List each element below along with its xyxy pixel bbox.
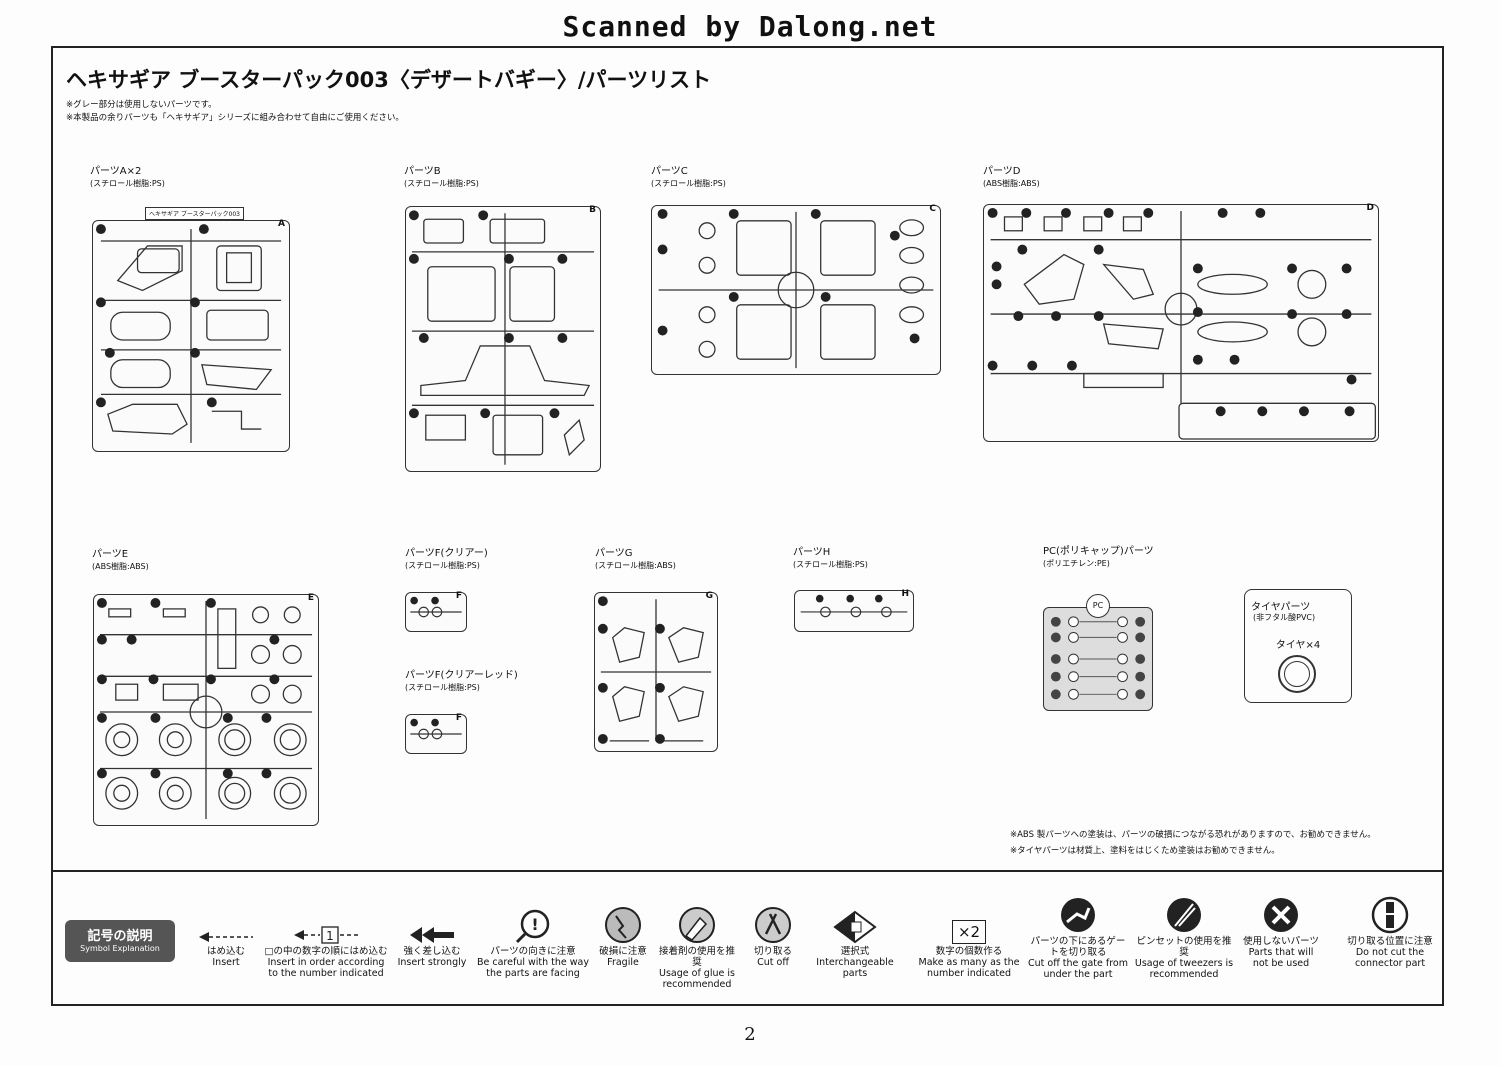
runner-pc: PC [1043,594,1153,711]
fragile-icon [605,907,641,943]
page-frame [51,46,1444,1006]
svg-text:1: 1 [326,929,334,943]
page-title: ヘキサギア ブースターパック003〈デザートバギー〉/パーツリスト [66,68,712,92]
connector-icon [1371,896,1409,934]
parts-c-label: パーツC(スチロール樹脂:PS) [651,166,726,188]
runner-f-clear-red-drawing [410,718,462,740]
times-two-icon: ×2 [951,920,987,944]
runner-g-drawing [597,596,712,744]
runner-pc-drawing [1050,616,1146,700]
note-gray-parts: ※グレー部分は使用しないパーツです。 [66,100,217,110]
select-icon [833,910,877,944]
runner-f-clear-tag: F [455,591,462,601]
tire-parts-label: タイヤパーツ [1251,602,1311,613]
parts-d-label: パーツD(ABS樹脂:ABS) [983,166,1040,188]
runner-pc-tag: PC [1086,594,1110,618]
runner-b-drawing [408,210,595,465]
runner-c: C [651,204,941,375]
parts-f-clear-red-label: パーツF(クリアーレッド)(スチロール樹脂:PS) [405,670,518,692]
section-divider [51,870,1444,872]
caution-tire-paint: ※タイヤパーツは材質上、塗料をはじくため塗装はお勧めできません。 [1010,846,1280,856]
parts-f-clear-label: パーツF(クリアー)(スチロール樹脂:PS) [405,548,488,570]
runner-d-drawing [987,207,1376,440]
cut-icon [755,907,791,943]
scanned-by-watermark: Scanned by Dalong.net [562,10,938,43]
tire-icon [1278,655,1316,693]
tire-quantity: タイヤ×4 [1275,640,1321,651]
runner-h-drawing [800,594,908,618]
glue-icon [679,907,715,943]
runner-a-tag: A [278,219,285,229]
runner-c-tag: C [929,204,936,214]
note-spare-parts: ※本製品の余りパーツも「ヘキサギア」シリーズに組み合わせて自由にご使用ください。 [66,113,404,123]
parts-pc-label: PC(ポリキャップ)パーツ(ポリエチレン:PE) [1043,546,1154,568]
runner-c-drawing [657,208,934,369]
runner-b-tag: B [589,205,596,215]
runner-d-tag: D [1366,203,1374,213]
parts-g-label: パーツG(スチロール樹脂:ABS) [595,548,676,570]
parts-e-label: パーツE(ABS樹脂:ABS) [92,549,149,571]
runner-b: B [405,205,601,472]
page-number: 2 [744,1024,756,1045]
runner-h-tag: H [901,589,909,599]
numbered-arrow-icon: 1 [294,926,358,944]
parts-h-label: パーツH(スチロール樹脂:PS) [793,547,868,569]
svg-text:!: ! [531,915,538,934]
runner-g-tag: G [705,591,713,601]
runner-a-header: ヘキサギア ブースターパック003 [145,207,244,220]
runner-e-drawing [96,598,313,820]
tire-material: (非フタル酸PVC) [1253,613,1316,622]
runner-f-clear-red: F [405,713,467,754]
double-arrow-icon [410,927,454,943]
runner-f-clear-red-tag: F [455,713,462,723]
magnifier-icon: ! [515,909,550,944]
runner-a: ヘキサギア ブースターパック003 A [92,207,290,452]
caution-abs-paint: ※ABS 製パーツへの塗装は、パーツの破損につながる恐れがありますので、お勧めで… [1010,830,1376,840]
runner-a-drawing [95,224,282,443]
symbol-explanation-badge: 記号の説明 Symbol Explanation [65,920,175,962]
runner-h: H [794,589,914,632]
parts-b-label: パーツB(スチロール樹脂:PS) [404,166,479,188]
runner-f-clear: F [405,591,467,632]
dashed-arrow-icon [199,932,253,942]
parts-a-label: パーツA×2(スチロール樹脂:PS) [90,166,165,188]
runner-f-clear-drawing [410,596,462,618]
tweezers-icon [1167,898,1201,932]
runner-e: E [93,593,319,826]
gate-cut-icon [1061,898,1095,932]
runner-g: G [594,591,718,752]
runner-e-tag: E [307,593,314,603]
cross-icon [1264,898,1298,932]
tire-parts-box: タイヤパーツ (非フタル酸PVC) タイヤ×4 [1244,589,1352,703]
runner-d: D [983,203,1379,442]
